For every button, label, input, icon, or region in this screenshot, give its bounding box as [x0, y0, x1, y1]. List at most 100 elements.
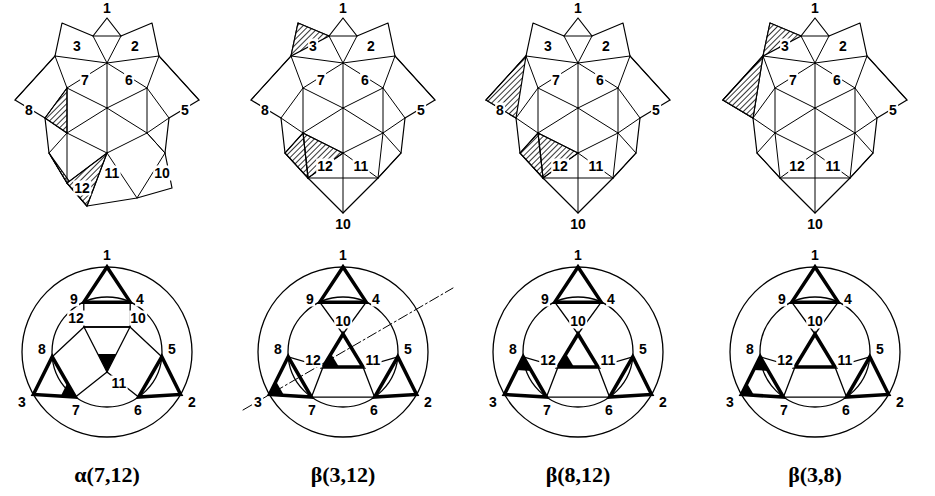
inner-edge: [815, 108, 855, 133]
atom-number: 6: [360, 73, 370, 88]
shaded-octahedron: [303, 133, 343, 178]
atom-number: 12: [304, 353, 322, 368]
polyhedron-edge: [49, 153, 67, 183]
inner-edge: [578, 108, 579, 153]
atom-number: 2: [366, 39, 376, 54]
polyhedron-edge: [815, 153, 816, 213]
inner-edge: [303, 88, 343, 108]
polyhedron-edge: [613, 153, 636, 178]
inner-edge: [538, 88, 578, 108]
polyhedron-edge: [775, 133, 780, 178]
inner-edge: [107, 88, 147, 108]
atom-number: 1: [338, 248, 348, 263]
atom-number: 8: [508, 342, 518, 357]
symmetry-axis: [243, 288, 453, 410]
atom-number: 5: [651, 103, 661, 118]
inner-ring: [538, 63, 618, 153]
polyhedron-edge: [147, 88, 169, 118]
polyhedron-edge: [395, 56, 435, 100]
polyhedron-edge: [383, 133, 401, 153]
shaded-octahedron: [67, 153, 107, 206]
polyhedron-edge: [285, 133, 303, 153]
polyhedron-edge: [815, 153, 850, 178]
atom-number: 3: [17, 395, 27, 410]
atom-number: 6: [841, 403, 851, 418]
atom-number: 7: [542, 403, 552, 418]
atom-number: 8: [273, 342, 283, 357]
isomer-caption: β(3,12): [309, 463, 378, 487]
polyhedron-edge: [147, 118, 169, 133]
atom-number: 12: [788, 159, 806, 174]
shaded-octahedron: [285, 133, 308, 178]
atom-number: 11: [825, 159, 842, 174]
polyhedron-edge: [564, 36, 578, 63]
atom-number: 11: [365, 353, 382, 368]
atom-number: 11: [588, 159, 605, 174]
polyhedron-edge: [723, 56, 763, 100]
bold-triangle: [33, 357, 75, 397]
polyhedron-edge: [753, 118, 775, 133]
atom-number: 2: [658, 395, 668, 410]
atom-number: 6: [133, 403, 143, 418]
polyhedron-edge: [815, 36, 829, 63]
atom-number: 10: [129, 311, 147, 326]
atom-number: 7: [551, 73, 561, 88]
atom-number: 4: [371, 292, 381, 307]
inner-ring: [303, 63, 383, 153]
inner-edge: [578, 88, 618, 108]
atom-number: 7: [779, 403, 789, 418]
atom-number: 12: [539, 353, 557, 368]
atom-number: 9: [305, 292, 315, 307]
atom-number: 11: [111, 376, 128, 391]
inner-edge: [343, 108, 344, 153]
inner-edge: [775, 108, 815, 133]
inner-edge: [578, 63, 579, 108]
polyhedron-edge: [15, 56, 55, 100]
polyhedron-edge: [801, 36, 829, 37]
inner-edge: [815, 63, 816, 108]
polyhedron-edge: [45, 88, 67, 118]
polyhedron-edge: [520, 153, 543, 178]
atom-number: 8: [260, 103, 270, 118]
schematic-rectangle: [546, 367, 609, 397]
atom-number: 5: [167, 342, 177, 357]
atom-number: 1: [573, 1, 583, 16]
atom-number: 6: [595, 73, 605, 88]
atom-number: 11: [600, 353, 617, 368]
atom-number: 5: [638, 342, 648, 357]
atom-number: 12: [67, 311, 85, 326]
atom-number: 5: [403, 342, 413, 357]
bold-triangle: [323, 334, 363, 367]
polyhedron-edge: [801, 36, 815, 63]
polyhedron-edge: [308, 153, 343, 178]
atom-number: 9: [69, 292, 79, 307]
inner-ring: [775, 63, 855, 153]
inner-edge: [343, 63, 344, 108]
atom-number: 8: [495, 103, 505, 118]
shaded-corner: [98, 354, 116, 372]
shaded-octahedron: [763, 23, 801, 56]
atom-number: 6: [124, 73, 134, 88]
atom-number: 1: [810, 1, 820, 16]
inner-circle: [760, 297, 870, 407]
isomer-caption: α(7,12): [72, 463, 141, 487]
inner-edge: [107, 108, 147, 133]
inner-edge: [107, 63, 108, 108]
polyhedron-edge: [867, 56, 907, 100]
outer-circle: [730, 267, 900, 437]
atom-number: 7: [71, 403, 81, 418]
atom-number: 3: [725, 395, 735, 410]
bold-triangle: [84, 267, 130, 302]
polyhedron-edge: [855, 118, 877, 133]
polyhedron-edge: [543, 153, 578, 178]
polyhedron-edge: [383, 88, 405, 118]
polyhedron-edge: [757, 153, 780, 178]
inner-edge: [815, 88, 855, 108]
polyhedron-edge: [303, 133, 308, 178]
atom-number: 12: [776, 353, 794, 368]
atom-number: 10: [153, 166, 171, 181]
bold-triangle: [792, 267, 838, 302]
shaded-octahedron: [538, 133, 578, 178]
atom-number: 3: [253, 395, 263, 410]
